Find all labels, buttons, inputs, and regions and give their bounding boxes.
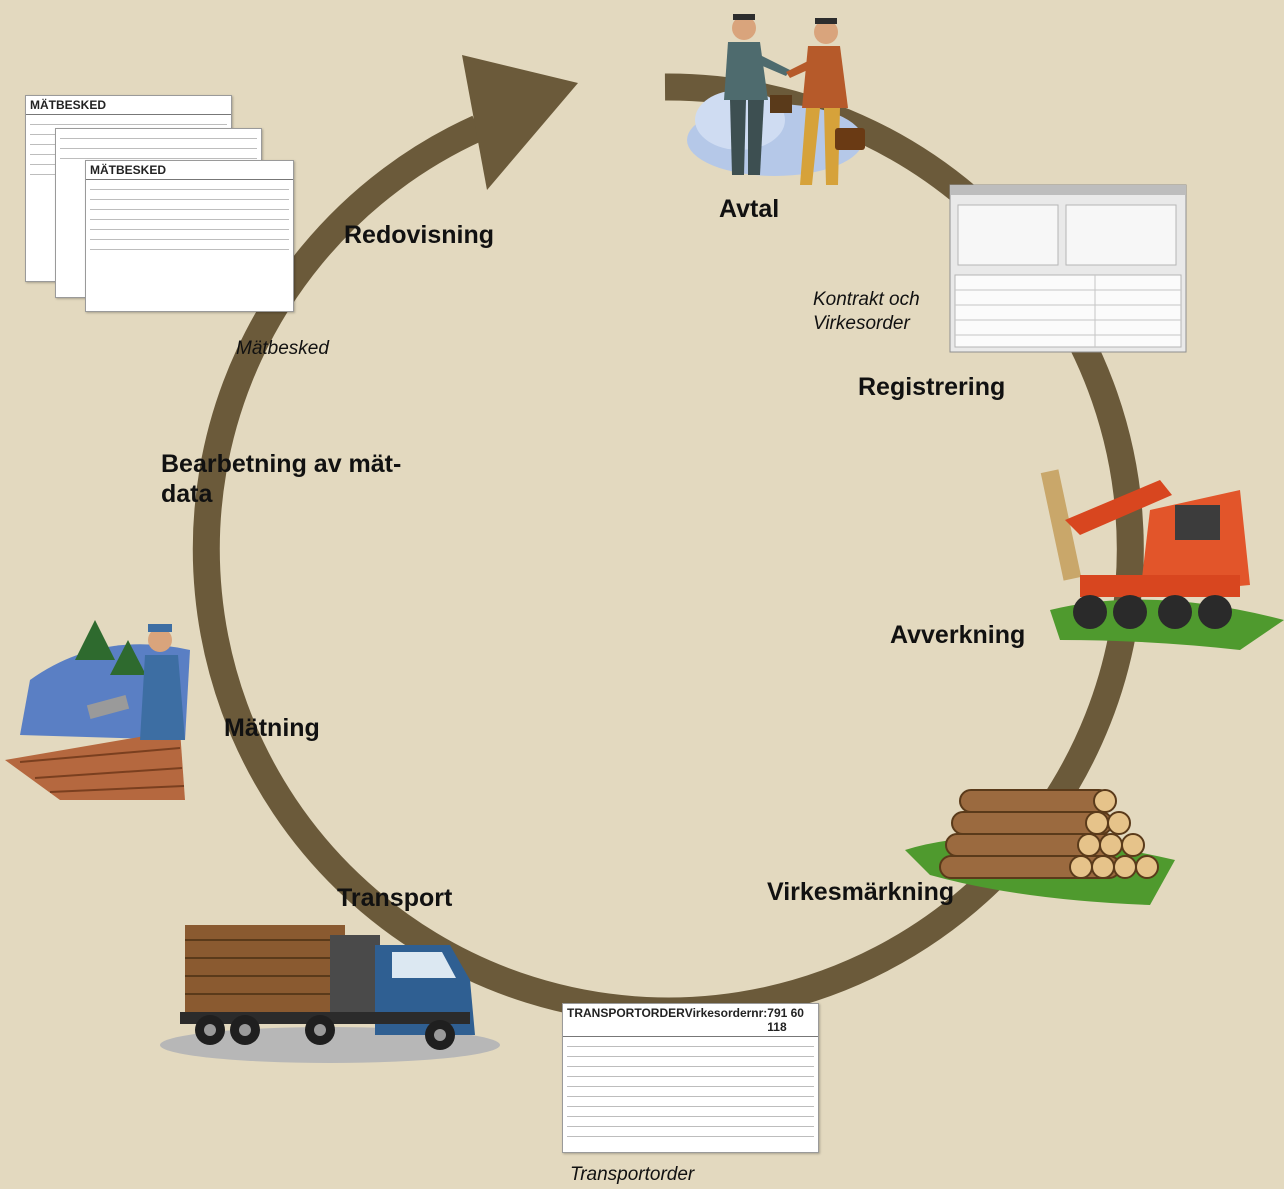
document-header: MÄTBESKED xyxy=(26,96,231,115)
caption-kontrakt-och-virkesorder: Kontrakt och Virkesorder xyxy=(813,289,920,334)
contract-software-screen-icon xyxy=(949,184,1187,353)
transport-order-document: TRANSPORTORDER Virkesordernr: 791 60 118 xyxy=(562,1003,819,1153)
stage-label-transport: Transport xyxy=(337,884,453,912)
handshake-businessmen-icon xyxy=(687,14,865,185)
measuring-worker-icon xyxy=(5,620,190,800)
document-header: MÄTBESKED xyxy=(86,161,293,180)
transport-order-header: TRANSPORTORDER Virkesordernr: 791 60 118 xyxy=(563,1004,818,1037)
log-pile-icon xyxy=(905,789,1175,905)
stage-label-matning: Mätning xyxy=(224,714,320,742)
stage-label-avverkning: Avverkning xyxy=(890,621,1026,649)
transport-order-title: TRANSPORTORDER xyxy=(567,1006,685,1020)
stage-label-registrering: Registrering xyxy=(858,373,1006,401)
timber-truck-icon xyxy=(160,925,500,1063)
caption-transportorder: Transportorder xyxy=(570,1164,695,1185)
stage-label-virkesmarkning: Virkesmärkning xyxy=(767,878,955,906)
caption-matbesked: Mätbesked xyxy=(236,338,329,359)
stage-label-bearbetning: Bearbetning av mät- data xyxy=(161,450,402,508)
harvester-machine-icon xyxy=(1040,469,1284,650)
measurement-report-document-front: MÄTBESKED xyxy=(85,160,294,312)
transport-order-number: 791 60 118 xyxy=(767,1006,804,1034)
cycle-arrowhead xyxy=(462,55,578,190)
stage-label-redovisning: Redovisning xyxy=(344,221,495,249)
transport-order-number-label: Virkesordernr: xyxy=(684,1006,768,1020)
stage-label-avtal: Avtal xyxy=(719,195,780,223)
